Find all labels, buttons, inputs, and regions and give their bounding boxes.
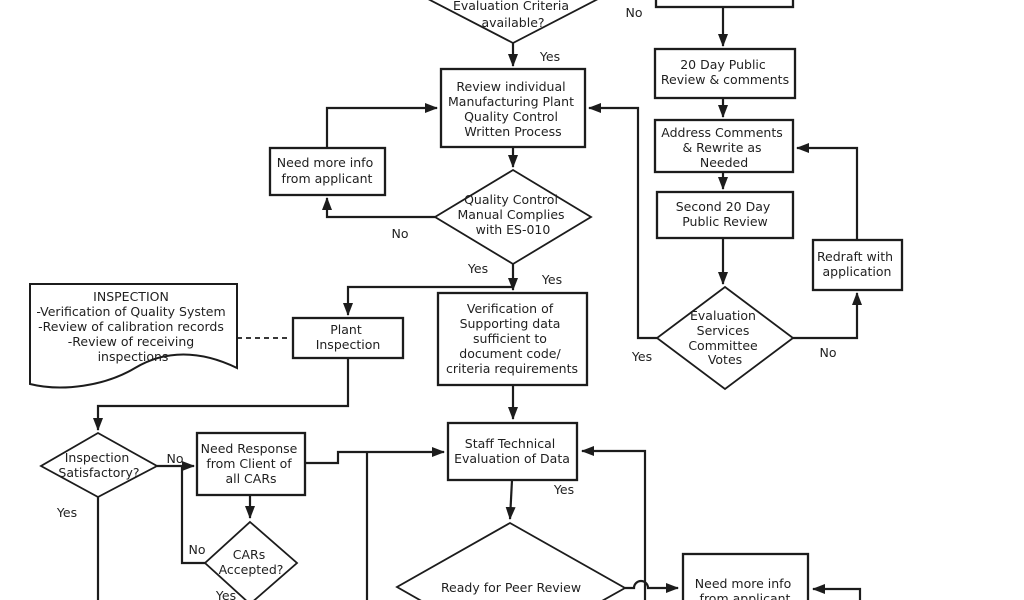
label-esc-no: No	[820, 345, 837, 360]
svg-text:Review individual Manufa: Review individual Manufacturing Plant Qu…	[448, 79, 578, 139]
label-cars-no: No	[189, 542, 206, 557]
label-cars-yes: Yes	[215, 588, 236, 600]
node-cars-accepted-diamond: CARs Accepted?	[203, 520, 299, 600]
node-20-day-review: 20 Day Public Review & comments	[653, 47, 797, 100]
svg-text:INSPECTION -Verification: INSPECTION -Verification of Quality Syst…	[36, 289, 229, 364]
edge-esc-yes-review	[588, 103, 657, 340]
node-esc-votes-diamond: Evaluation Services Committee Votes	[655, 285, 795, 391]
svg-text:Redraft with application: Redraft with application	[817, 249, 897, 279]
edge-bottom-staff	[581, 446, 647, 600]
label-satisfactory-yes: Yes	[56, 505, 77, 520]
svg-text:Need more info from appl: Need more info from applicant	[277, 155, 377, 186]
edge-qc-no-info	[322, 197, 435, 219]
node-staff-eval: Staff Technical Evaluation of Data	[446, 421, 579, 482]
node-evaluation-criteria: Evaluation Criteria available?	[428, 0, 598, 45]
node-need-response: Need Response from Client of all CARs	[195, 431, 307, 497]
node-ready-peer-review-diamond: Ready for Peer Review	[395, 521, 627, 600]
svg-text:Inspection Satisfactory?: Inspection Satisfactory?	[58, 450, 139, 480]
label-esc-yes: Yes	[631, 349, 652, 364]
svg-text:CARs Accepted?: CARs Accepted?	[219, 547, 284, 577]
label-qc-no: No	[392, 226, 409, 241]
svg-text:Evaluation Services: Evaluation Services Committee Votes	[688, 308, 761, 367]
edge-response-staff	[305, 447, 445, 465]
label-qc-yes-right: Yes	[541, 272, 562, 287]
node-verification: Verification of Supporting data sufficie…	[436, 291, 589, 387]
svg-text:Quality Control Manual C: Quality Control Manual Complies with ES-…	[457, 192, 568, 237]
label-criteria-yes: Yes	[539, 49, 560, 64]
svg-text:Evaluation Criteria avai: Evaluation Criteria available?	[453, 0, 573, 30]
node-need-more-info-top: Need more info from applicant	[268, 146, 387, 197]
node-review-process: Review individual Manufacturing Plant Qu…	[439, 67, 587, 149]
node-inspection-satisfactory-diamond: Inspection Satisfactory?	[39, 431, 159, 499]
edge-labels: Yes No No Yes Yes Yes No No Yes No Yes Y…	[56, 5, 837, 600]
node-need-more-info-bottom: Need more info from applicant	[681, 552, 810, 600]
edge-esc-no-redraft	[793, 292, 862, 340]
svg-text:Need Response from Clien: Need Response from Client of all CARs	[201, 441, 302, 486]
svg-text:20 Day Public Review & c: 20 Day Public Review & comments	[661, 57, 789, 87]
node-second-review: Second 20 Day Public Review	[655, 190, 795, 240]
svg-text:Staff Technical Evaluati: Staff Technical Evaluation of Data	[454, 436, 570, 466]
svg-text:Address Comments & Rewri: Address Comments & Rewrite as Needed	[661, 125, 787, 170]
edge-plant-satisfactory	[93, 358, 350, 431]
edge-right-info-bottom	[812, 584, 862, 600]
svg-text:Ready for Peer Review: Ready for Peer Review	[441, 580, 581, 595]
edge-info-review	[325, 103, 438, 148]
edge-cars-no-response	[180, 466, 205, 565]
edge-staff-ready	[505, 479, 516, 520]
svg-text:Plant Inspection: Plant Inspection	[316, 322, 381, 352]
flow-edges	[93, 7, 862, 600]
edge-qc-yes-plant	[343, 285, 513, 316]
label-satisfactory-no: No	[167, 451, 184, 466]
node-plant-inspection: Plant Inspection	[291, 316, 405, 360]
label-qc-yes-left: Yes	[467, 261, 488, 276]
label-criteria-no: No	[626, 5, 643, 20]
svg-text:Need more info from appl: Need more info from applicant	[695, 576, 795, 600]
edge-ready-info-bottom	[625, 579, 679, 593]
edge-redraft-address	[796, 143, 859, 240]
node-top-cutoff-box	[654, 0, 795, 9]
label-staff-yes: Yes	[553, 482, 574, 497]
node-redraft: Redraft with application	[811, 238, 904, 292]
node-qc-manual-diamond: Quality Control Manual Complies with ES-…	[433, 168, 593, 266]
svg-text:Verification of Supporti: Verification of Supporting data sufficie…	[446, 301, 578, 376]
svg-text:Second 20 Day Public Rev: Second 20 Day Public Review	[676, 199, 775, 229]
node-address-comments: Address Comments & Rewrite as Needed	[653, 118, 795, 174]
node-inspection-document: INSPECTION -Verification of Quality Syst…	[29, 283, 238, 389]
